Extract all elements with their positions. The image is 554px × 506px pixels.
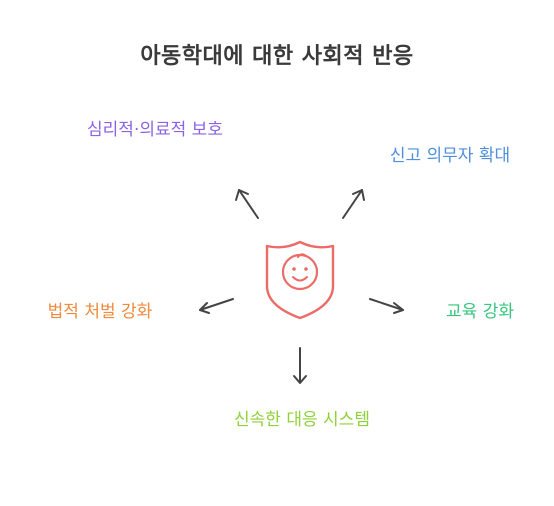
- branch-label-education: 교육 강화: [446, 302, 514, 322]
- arrow-to-edu: [369, 298, 404, 314]
- arrow-to-legal: [199, 298, 234, 314]
- arrow-to-psych: [235, 189, 259, 219]
- branch-label-report: 신고 의무자 확대: [389, 146, 511, 166]
- diagram-title: 아동학대에 대한 사회적 반응: [140, 44, 414, 69]
- arrow-to-report: [342, 189, 365, 219]
- child-face-shield-icon: [265, 240, 335, 320]
- arrow-to-system: [293, 347, 307, 384]
- branch-label-legal: 법적 처벌 강화: [47, 302, 153, 322]
- branch-label-psych: 심리적·의료적 보호: [87, 120, 223, 140]
- branch-label-response-system: 신속한 대응 시스템: [234, 410, 370, 430]
